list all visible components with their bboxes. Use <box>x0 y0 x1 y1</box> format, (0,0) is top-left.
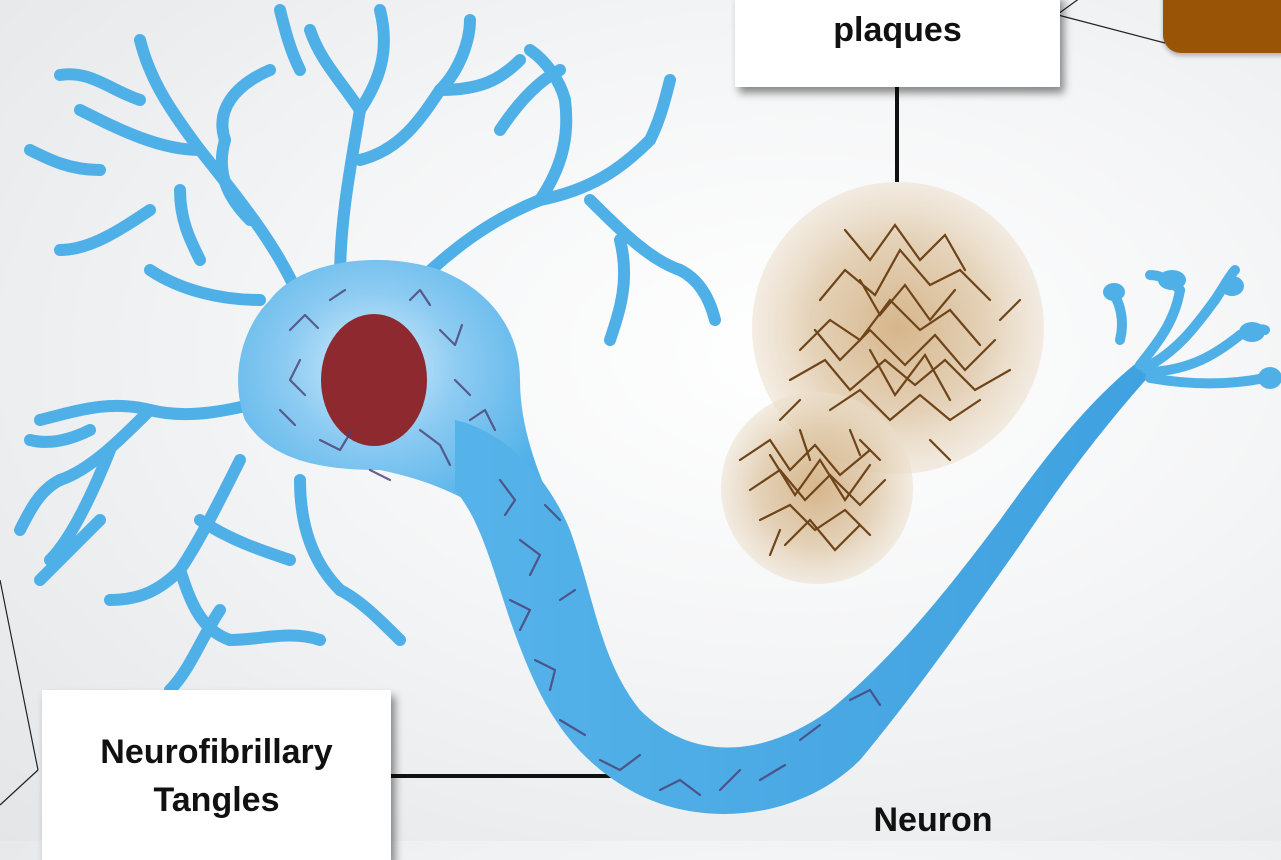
tangles-label-line2: Tangles <box>154 776 280 824</box>
slide-frame-line-left-bottom <box>0 770 38 805</box>
amyloid-plaques <box>721 182 1044 584</box>
slide-frame-line-top-right <box>1058 15 1165 43</box>
slide-frame-line-left <box>0 580 38 770</box>
plaques-label-box: plaques <box>735 0 1060 87</box>
tangles-label-line1: Neurofibrillary <box>100 728 332 776</box>
neuron-label: Neuron <box>843 801 1023 840</box>
plaques-label: plaques <box>833 13 961 47</box>
tangles-label-box: Neurofibrillary Tangles <box>42 690 391 860</box>
nucleus <box>321 314 427 446</box>
slide-frame-line-top <box>1058 0 1080 14</box>
